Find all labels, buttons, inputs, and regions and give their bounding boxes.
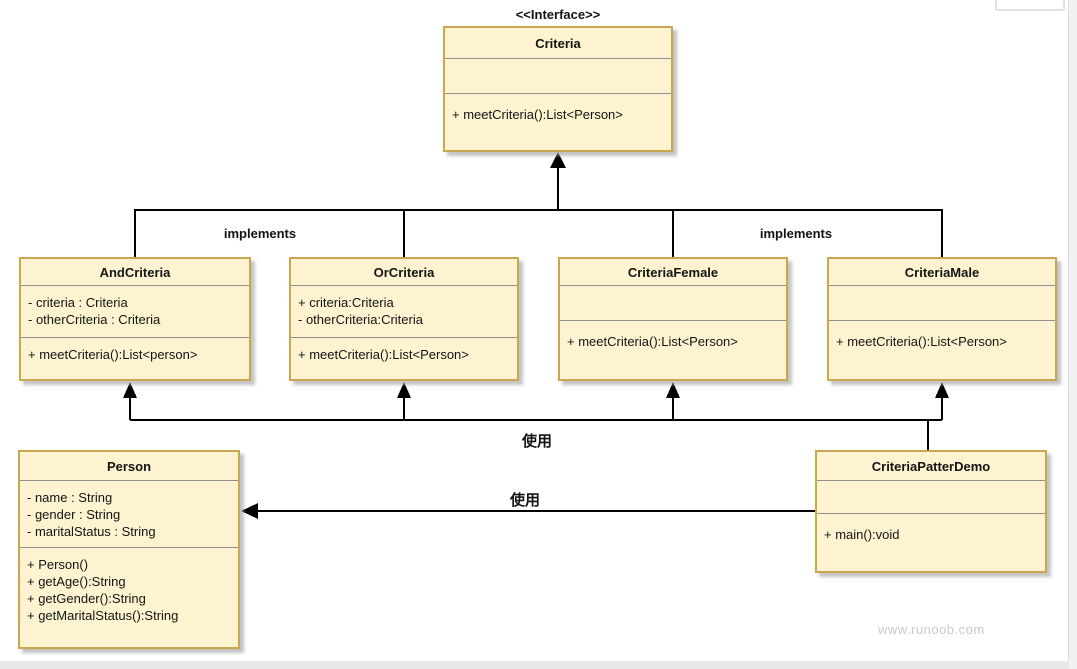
implements-label-right: implements: [721, 226, 871, 241]
method-item: + meetCriteria():List<Person>: [298, 347, 469, 362]
bottom-scrollbar-track[interactable]: [0, 661, 1069, 669]
use-person-arrowhead-icon: [241, 503, 258, 519]
vertical-scrollbar[interactable]: [1068, 0, 1077, 669]
implements-label-left: implements: [185, 226, 335, 241]
class-box-criteriafemale: CriteriaFemale + meetCriteria():List<Per…: [558, 257, 788, 381]
attribute-item: - maritalStatus : String: [27, 524, 156, 539]
class-title: Person: [106, 458, 152, 474]
method-item: + main():void: [824, 527, 900, 542]
use-arrowhead-icon: [935, 382, 949, 398]
methods-section: + Person() + getAge():String + getGender…: [20, 547, 238, 647]
class-box-criteria: Criteria + meetCriteria():List<Person>: [443, 26, 673, 152]
method-item: + meetCriteria():List<Person>: [836, 334, 1007, 349]
use-label-top: 使用: [507, 430, 567, 451]
use-label-bottom: 使用: [495, 489, 555, 510]
attribute-item: - criteria : Criteria: [28, 295, 128, 310]
class-title: Criteria: [535, 35, 581, 51]
attribute-item: - otherCriteria : Criteria: [28, 312, 161, 327]
methods-section: + meetCriteria():List<Person>: [445, 93, 671, 150]
attributes-section: [829, 285, 1055, 320]
attributes-section: - name : String - gender : String - mari…: [20, 480, 238, 547]
method-item: + Person(): [27, 557, 89, 572]
attribute-item: - gender : String: [27, 507, 121, 522]
attributes-section: [560, 285, 786, 320]
class-box-criteriamale: CriteriaMale + meetCriteria():List<Perso…: [827, 257, 1057, 381]
class-title: OrCriteria: [373, 264, 435, 280]
class-title: CriteriaPatterDemo: [871, 458, 991, 474]
use-arrowhead-icon: [666, 382, 680, 398]
attribute-item: - otherCriteria:Criteria: [298, 312, 423, 327]
method-item: + meetCriteria():List<person>: [28, 347, 198, 362]
method-item: + getGender():String: [27, 591, 146, 606]
attribute-item: - name : String: [27, 490, 113, 505]
class-box-orcriteria: OrCriteria + criteria:Criteria - otherCr…: [289, 257, 519, 381]
implements-arrowhead-icon: [550, 152, 566, 168]
methods-section: + meetCriteria():List<Person>: [560, 320, 786, 379]
attributes-section: [817, 480, 1045, 513]
class-title: CriteriaFemale: [627, 264, 719, 280]
attributes-section: [445, 58, 671, 93]
class-title: AndCriteria: [99, 264, 171, 280]
method-item: + getMaritalStatus():String: [27, 608, 179, 623]
use-arrowhead-icon: [397, 382, 411, 398]
attributes-section: - criteria : Criteria - otherCriteria : …: [21, 285, 249, 337]
cropped-corner-widget: [995, 0, 1065, 11]
attribute-item: + criteria:Criteria: [298, 295, 394, 310]
class-title: CriteriaMale: [904, 264, 980, 280]
methods-section: + meetCriteria():List<Person>: [291, 337, 517, 379]
method-item: + meetCriteria():List<Person>: [452, 107, 623, 122]
methods-section: + meetCriteria():List<person>: [21, 337, 249, 379]
attributes-section: + criteria:Criteria - otherCriteria:Crit…: [291, 285, 517, 337]
method-item: + meetCriteria():List<Person>: [567, 334, 738, 349]
method-item: + getAge():String: [27, 574, 126, 589]
class-box-andcriteria: AndCriteria - criteria : Criteria - othe…: [19, 257, 251, 381]
watermark-text: www.runoob.com: [878, 622, 985, 637]
interface-stereotype-label: <<Interface>>: [515, 7, 601, 22]
class-box-person: Person - name : String - gender : String…: [18, 450, 240, 649]
use-arrowheads: [123, 382, 949, 398]
methods-section: + main():void: [817, 513, 1045, 571]
class-box-criteriapatterdemo: CriteriaPatterDemo + main():void: [815, 450, 1047, 573]
implements-connector: [134, 166, 943, 257]
methods-section: + meetCriteria():List<Person>: [829, 320, 1055, 379]
use-arrowhead-icon: [123, 382, 137, 398]
